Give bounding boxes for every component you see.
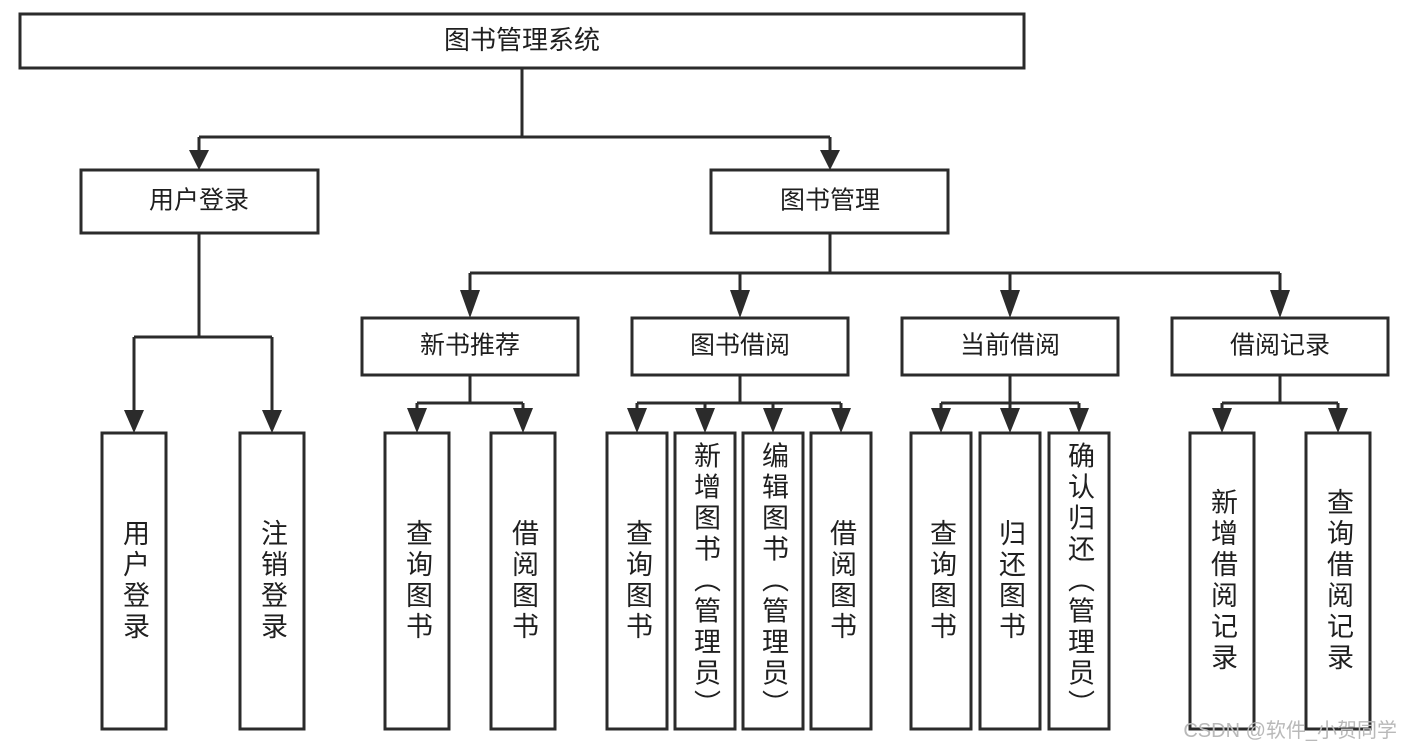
arrowhead-new-book-recommend: [460, 290, 480, 318]
arrowhead-borrowrecord-leaf-2: [1328, 408, 1348, 433]
arrowhead-bookborrow-leaf-2: [695, 408, 715, 433]
leaf-bookborrow-add-label: 新增图书（管理员）: [690, 441, 721, 720]
leaf-bookborrow-add[interactable]: 新增图书（管理员）: [673, 431, 737, 731]
node-book-management[interactable]: 图书管理: [709, 168, 950, 235]
leaf-currentborrow-confirm[interactable]: 确认归还（管理员）: [1047, 431, 1111, 731]
arrowhead-leaf-user-login: [124, 410, 144, 433]
node-user-login-box[interactable]: [79, 168, 320, 235]
leaf-bookborrow-query[interactable]: 查询图书: [605, 431, 669, 731]
node-root-box[interactable]: [18, 12, 1026, 70]
leaf-currentborrow-query-label: 查询图书: [926, 519, 957, 643]
leaf-user-login-login-box[interactable]: [100, 431, 168, 731]
arrowhead-currentborrow-leaf-2: [1000, 408, 1020, 433]
arrowhead-current-borrow: [1000, 290, 1020, 318]
leaf-currentborrow-confirm-label: 确认归还（管理员）: [1064, 441, 1095, 720]
leaf-bookborrow-borrow-box[interactable]: [809, 431, 873, 731]
leaf-borrowrecord-add[interactable]: 新增借阅记录: [1188, 431, 1256, 731]
leaf-bookborrow-add-box[interactable]: [673, 431, 737, 731]
leaf-currentborrow-return-label: 归还图书: [995, 519, 1026, 643]
leaf-user-login-logout[interactable]: 注销登录: [238, 431, 306, 731]
arrowhead-user-login: [189, 150, 209, 170]
edge-layer: [124, 68, 1348, 433]
leaf-newbook-query-box[interactable]: [383, 431, 451, 731]
leaf-borrowrecord-query[interactable]: 查询借阅记录: [1304, 431, 1372, 731]
leaf-bookborrow-edit-box[interactable]: [741, 431, 805, 731]
arrowhead-bookborrow-leaf-1: [627, 408, 647, 433]
arrowhead-currentborrow-leaf-3: [1069, 408, 1089, 433]
node-book-borrow[interactable]: 图书借阅: [630, 316, 850, 377]
arrowhead-bookborrow-leaf-4: [831, 408, 851, 433]
arrowhead-currentborrow-leaf-1: [931, 408, 951, 433]
leaf-user-login-login[interactable]: 用户登录: [100, 431, 168, 731]
node-borrow-record-label: 借阅记录: [1230, 332, 1330, 360]
leaf-currentborrow-query-box[interactable]: [909, 431, 973, 731]
arrowhead-book-mgmt: [820, 150, 840, 170]
leaf-bookborrow-query-box[interactable]: [605, 431, 669, 731]
leaf-bookborrow-borrow[interactable]: 借阅图书: [809, 431, 873, 731]
arrowhead-borrow-record: [1270, 290, 1290, 318]
arrowhead-bookborrow-leaf-3: [763, 408, 783, 433]
leaf-bookborrow-query-label: 查询图书: [622, 519, 653, 643]
leaf-newbook-query-label: 查询图书: [402, 519, 433, 643]
leaf-currentborrow-return[interactable]: 归还图书: [978, 431, 1042, 731]
node-user-login[interactable]: 用户登录: [79, 168, 320, 235]
arrowhead-book-borrow: [730, 290, 750, 318]
node-root[interactable]: 图书管理系统: [18, 12, 1026, 70]
leaf-newbook-borrow[interactable]: 借阅图书: [489, 431, 557, 731]
arrowhead-leaf-logout: [262, 410, 282, 433]
leaf-newbook-query[interactable]: 查询图书: [383, 431, 451, 731]
node-book-borrow-box[interactable]: [630, 316, 850, 377]
leaf-currentborrow-return-box[interactable]: [978, 431, 1042, 731]
arrowhead-borrowrecord-leaf-1: [1212, 408, 1232, 433]
leaf-bookborrow-edit[interactable]: 编辑图书（管理员）: [741, 431, 805, 731]
node-book-management-label: 图书管理: [780, 187, 880, 215]
node-root-label: 图书管理系统: [444, 25, 600, 55]
leaf-newbook-borrow-label: 借阅图书: [508, 519, 539, 643]
node-book-borrow-label: 图书借阅: [690, 332, 790, 360]
arrowhead-newbook-leaf-2: [513, 408, 533, 433]
node-borrow-record[interactable]: 借阅记录: [1170, 316, 1390, 377]
leaf-user-login-logout-label: 注销登录: [257, 519, 288, 643]
leaf-borrowrecord-query-box[interactable]: [1304, 431, 1372, 731]
leaf-borrowrecord-add-box[interactable]: [1188, 431, 1256, 731]
leaf-currentborrow-confirm-box[interactable]: [1047, 431, 1111, 731]
leaf-currentborrow-query[interactable]: 查询图书: [909, 431, 973, 731]
leaf-bookborrow-edit-label: 编辑图书（管理员）: [758, 441, 789, 720]
leaf-borrowrecord-add-label: 新增借阅记录: [1207, 488, 1238, 674]
node-book-management-box[interactable]: [709, 168, 950, 235]
node-user-login-label: 用户登录: [149, 187, 249, 215]
node-current-borrow-box[interactable]: [900, 316, 1120, 377]
leaf-newbook-borrow-box[interactable]: [489, 431, 557, 731]
node-current-borrow-label: 当前借阅: [960, 332, 1060, 360]
node-new-book-recommend[interactable]: 新书推荐: [360, 316, 580, 377]
node-new-book-recommend-label: 新书推荐: [420, 332, 520, 360]
leaf-borrowrecord-query-label: 查询借阅记录: [1323, 488, 1354, 674]
leaf-user-login-logout-box[interactable]: [238, 431, 306, 731]
node-current-borrow[interactable]: 当前借阅: [900, 316, 1120, 377]
leaf-user-login-login-label: 用户登录: [119, 519, 150, 643]
node-new-book-recommend-box[interactable]: [360, 316, 580, 377]
node-borrow-record-box[interactable]: [1170, 316, 1390, 377]
arrowhead-newbook-leaf-1: [407, 408, 427, 433]
leaf-bookborrow-borrow-label: 借阅图书: [826, 519, 857, 643]
